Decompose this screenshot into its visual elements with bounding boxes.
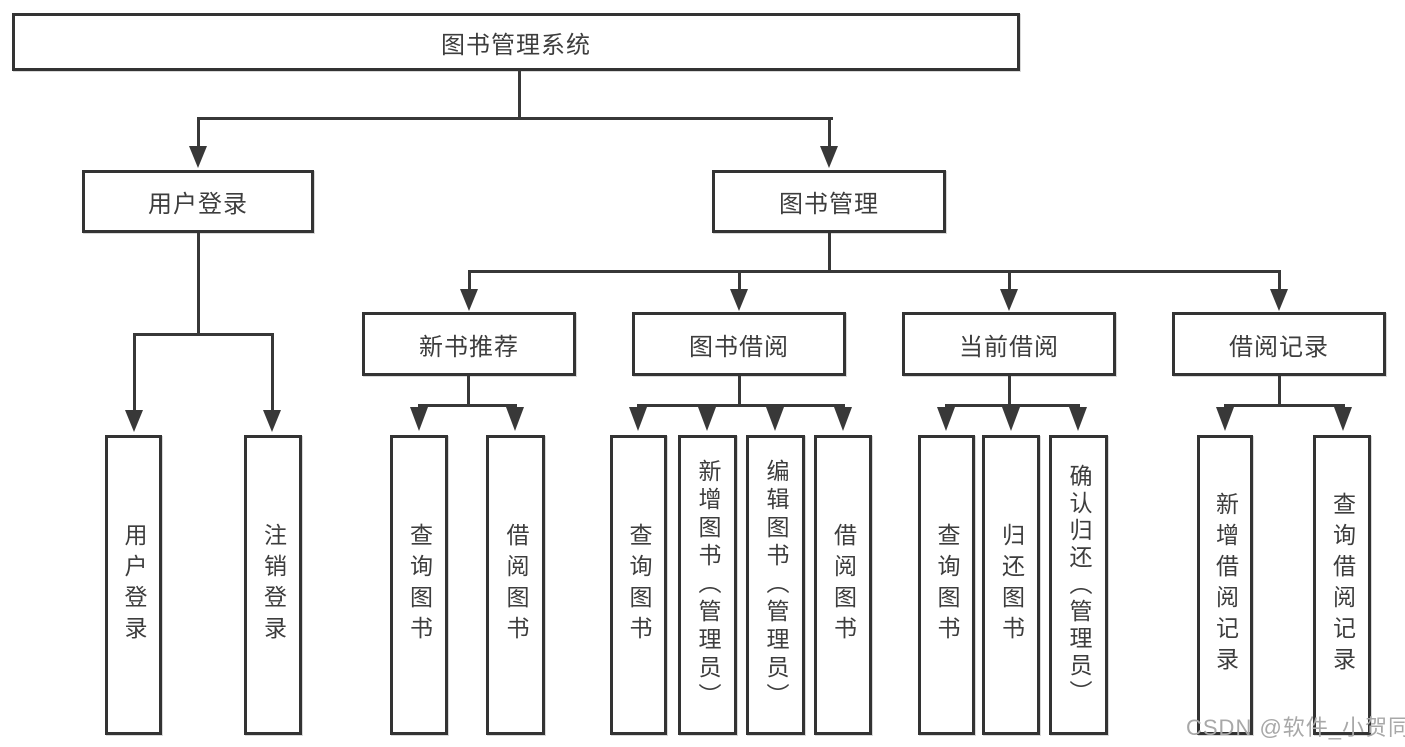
connector-leaf-drop [271, 335, 274, 411]
csdn-watermark: CSDN @软件_小贺同学 [1186, 715, 1405, 740]
node-book-borrowing: 图书借阅 [632, 312, 846, 376]
leaf-label: 查询图书 [626, 523, 652, 647]
leaf-label: 确认归还（管理员） [1066, 463, 1092, 707]
node-borrowing-records: 借阅记录 [1172, 312, 1386, 376]
arrow-down-icon [698, 407, 716, 431]
leaf-label: 注销登录 [260, 523, 287, 647]
leaf-query-borrow-record: 查询借阅记录 [1313, 435, 1371, 735]
arrow-down-icon [834, 407, 852, 431]
leaf-borrow-books-recommend: 借阅图书 [486, 435, 545, 735]
arrow-down-icon [189, 146, 207, 168]
connector-new-book-horizontal [418, 404, 517, 407]
connector-user-login-drop [197, 119, 200, 148]
leaf-query-books-recommend: 查询图书 [390, 435, 448, 735]
node-book-management: 图书管理 [712, 170, 946, 233]
connector-user-login-stem [197, 233, 200, 335]
node-library-management-system: 图书管理系统 [12, 13, 1020, 71]
arrow-down-icon [629, 407, 647, 431]
arrow-down-icon [1002, 407, 1020, 431]
connector-book-mgmt-stem [828, 233, 831, 273]
node-label: 图书管理系统 [441, 31, 591, 59]
leaf-label: 查询借阅记录 [1329, 492, 1356, 678]
leaf-label: 编辑图书（管理员） [763, 459, 789, 711]
connector-book-borrow-horizontal [637, 404, 845, 407]
arrow-down-icon [820, 146, 838, 168]
leaf-label: 借阅图书 [830, 523, 857, 647]
leaf-label: 归还图书 [998, 523, 1025, 647]
leaf-add-borrow-record: 新增借阅记录 [1197, 435, 1253, 735]
connector-borrow-records-horizontal [1224, 404, 1345, 407]
node-label: 图书借阅 [689, 333, 789, 361]
arrow-down-icon [766, 407, 784, 431]
leaf-label: 查询图书 [934, 523, 960, 647]
connector-level3-drop [468, 272, 471, 291]
arrow-down-icon [730, 289, 748, 311]
connector-user-login-horizontal [133, 333, 274, 336]
arrow-down-icon [1000, 289, 1018, 311]
node-label: 图书管理 [779, 191, 879, 218]
leaf-label: 新增图书（管理员） [695, 459, 721, 711]
node-label: 当前借阅 [959, 333, 1059, 361]
connector-root-stem [518, 70, 521, 119]
leaf-label: 查询图书 [406, 523, 433, 647]
connector-current-borrow-stem [1008, 376, 1011, 406]
arrow-down-icon [937, 407, 955, 431]
connector-level3-drop [1008, 272, 1011, 291]
arrow-down-icon [506, 407, 524, 431]
leaf-user-login: 用户登录 [105, 435, 162, 735]
node-current-borrowing: 当前借阅 [902, 312, 1116, 376]
arrow-down-icon [460, 289, 478, 311]
node-label: 用户登录 [148, 191, 248, 218]
connector-book-mgmt-drop [828, 119, 831, 148]
arrow-down-icon [1216, 407, 1234, 431]
arrow-down-icon [410, 407, 428, 431]
connector-book-borrow-stem [738, 376, 741, 406]
arrow-down-icon [1334, 407, 1352, 431]
node-label: 借阅记录 [1229, 333, 1329, 361]
leaf-return-books: 归还图书 [982, 435, 1040, 735]
leaf-label: 用户登录 [121, 523, 147, 647]
connector-new-book-stem [467, 376, 470, 406]
connector-level3-drop [738, 272, 741, 291]
connector-level3-horizontal [468, 270, 1281, 273]
leaf-logout: 注销登录 [244, 435, 302, 735]
leaf-edit-books-admin: 编辑图书（管理员） [746, 435, 805, 735]
arrow-down-icon [263, 410, 281, 432]
node-user-login: 用户登录 [82, 170, 314, 233]
node-label: 新书推荐 [419, 333, 519, 361]
connector-current-borrow-horizontal [945, 404, 1080, 407]
node-new-book-recommend: 新书推荐 [362, 312, 576, 376]
leaf-label: 新增借阅记录 [1212, 492, 1239, 678]
connector-level3-drop [1278, 272, 1281, 291]
arrow-down-icon [1069, 407, 1087, 431]
connector-leaf-drop [133, 335, 136, 411]
arrow-down-icon [1270, 289, 1288, 311]
connector-level2-horizontal [197, 117, 833, 120]
leaf-add-books-admin: 新增图书（管理员） [678, 435, 737, 735]
leaf-query-books-current: 查询图书 [918, 435, 975, 735]
arrow-down-icon [125, 410, 143, 432]
connector-borrow-records-stem [1278, 376, 1281, 406]
leaf-borrow-books-borrowing: 借阅图书 [814, 435, 872, 735]
leaf-confirm-return-admin: 确认归还（管理员） [1049, 435, 1108, 735]
leaf-label: 借阅图书 [503, 523, 529, 647]
leaf-query-books-borrowing: 查询图书 [610, 435, 667, 735]
